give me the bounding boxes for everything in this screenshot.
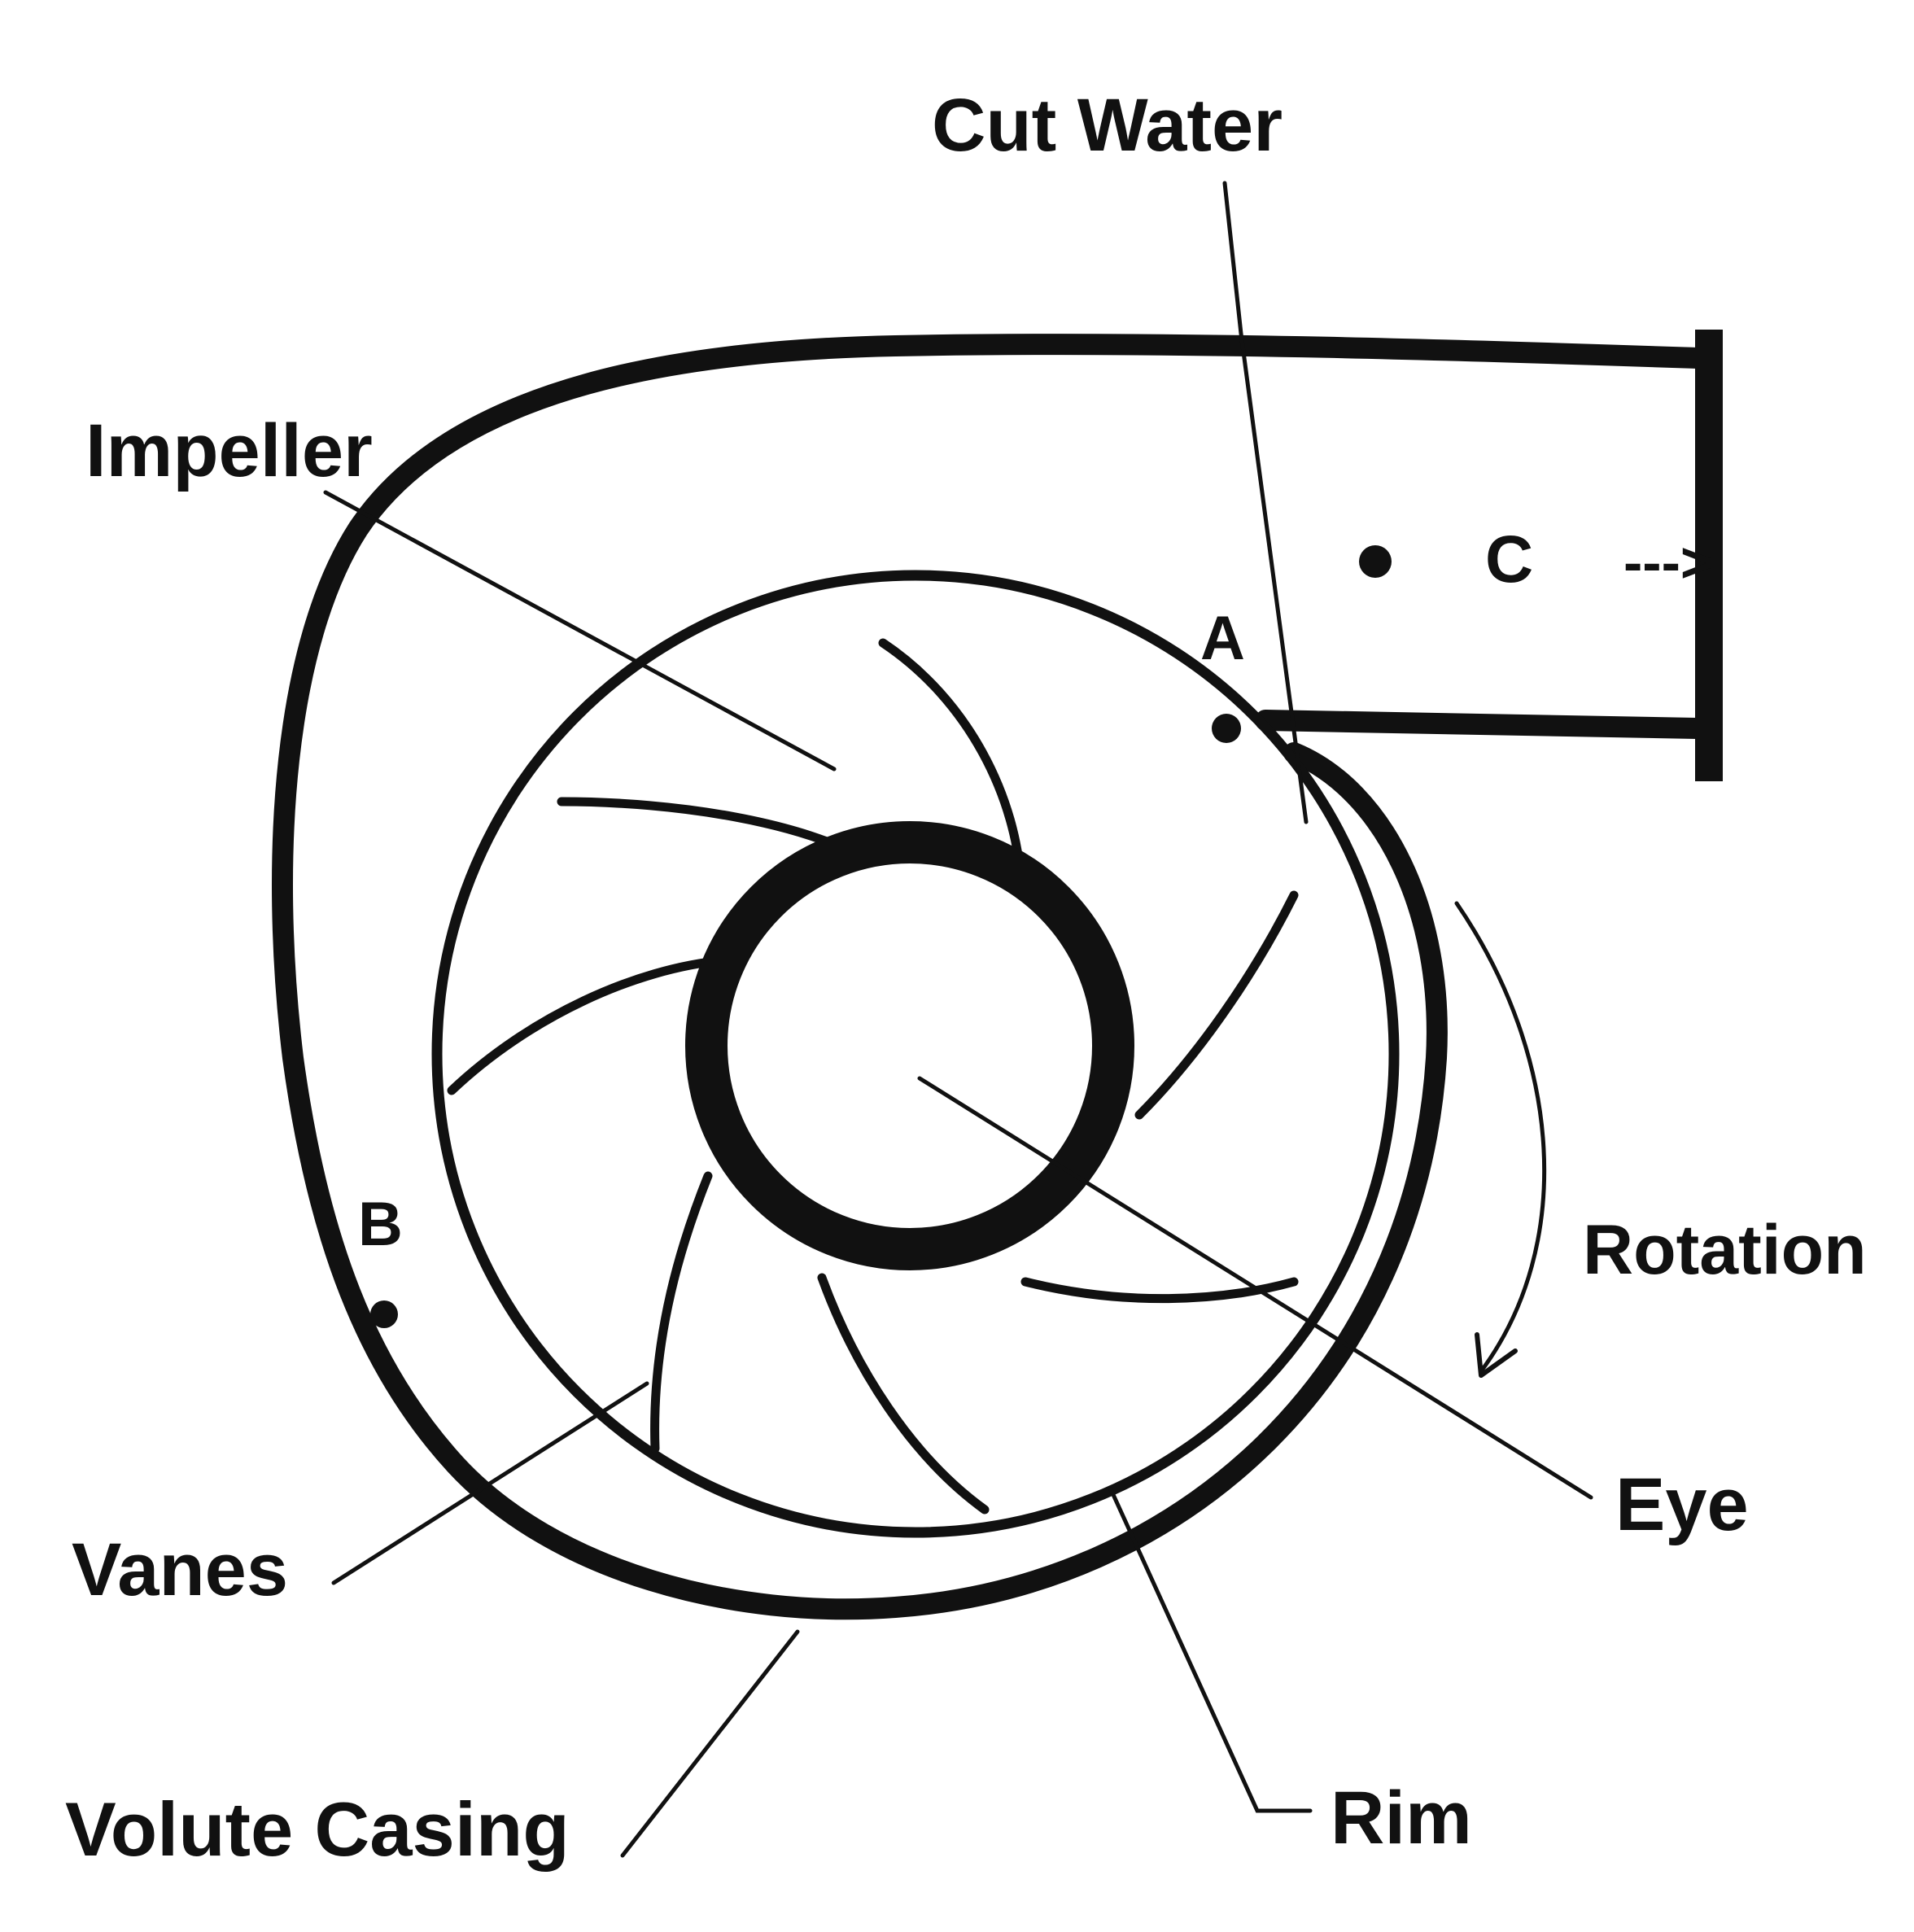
cut-water-leader (1222, 181, 1309, 824)
impeller-rim (431, 570, 1400, 1538)
label-rim: Rim (1331, 1777, 1472, 1860)
eye-leader (917, 1076, 1593, 1500)
label-cut-water: Cut Water (932, 84, 1283, 167)
label-eye: Eye (1615, 1463, 1749, 1546)
point-a-dot (1212, 714, 1241, 743)
label-volute-casing: Volute Casing (65, 1786, 570, 1872)
point-b-dot (370, 1300, 398, 1328)
rim-leader (1108, 1487, 1313, 1813)
discharge-lower-wall (1255, 710, 1707, 739)
point-c-dot (1359, 545, 1392, 578)
flow-direction-arrow: ---> (1623, 531, 1714, 594)
label-vanes: Vanes (72, 1528, 288, 1611)
volute-casing-outline (272, 334, 1707, 1620)
rotation-arrowhead-icon (1475, 1332, 1518, 1378)
label-point-a: A (1200, 604, 1245, 673)
label-point-b: B (358, 1190, 403, 1259)
impeller-leader (323, 490, 837, 771)
rotation-arrow (1454, 901, 1547, 1374)
impeller-vanes (447, 638, 1299, 1515)
label-impeller: Impeller (85, 409, 373, 492)
leader-lines (323, 181, 1593, 1858)
vanes-leader (331, 1381, 649, 1585)
label-point-c: C (1485, 522, 1533, 597)
impeller-eye (685, 821, 1134, 1270)
volute-casing-leader (620, 1629, 800, 1858)
label-rotation: Rotation (1583, 1211, 1867, 1289)
